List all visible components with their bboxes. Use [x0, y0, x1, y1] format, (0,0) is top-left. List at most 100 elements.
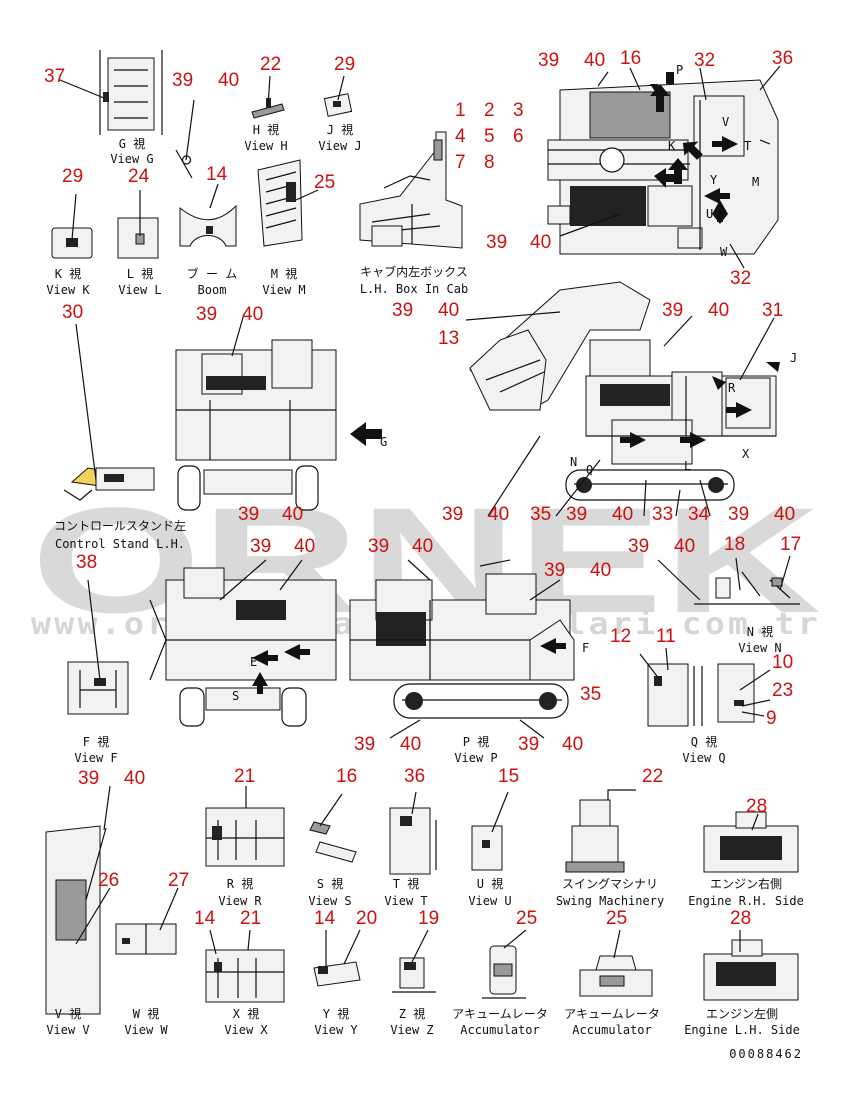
- view-f-drawing: [67, 661, 129, 715]
- callout-number: 22: [642, 766, 663, 787]
- view-n-drawing: [694, 571, 800, 605]
- control-stand-caption-jp: コントロールスタンド左: [54, 518, 186, 533]
- view-v-caption-jp: V 視: [55, 1006, 81, 1021]
- swing-drawing: [565, 789, 636, 873]
- callout-number: 16: [620, 48, 641, 69]
- view-q-caption: View Q: [682, 751, 725, 765]
- view-m-drawing: [257, 159, 303, 247]
- callout-number: 40: [412, 536, 433, 557]
- plan-view-drawing: [547, 72, 779, 255]
- view-letter: Y: [710, 173, 718, 187]
- view-f-caption: View F: [74, 751, 117, 765]
- callout-number: 39: [728, 504, 749, 525]
- view-r-drawing: [205, 807, 285, 867]
- callout-number: 22: [260, 54, 281, 75]
- callout-number: 39: [442, 504, 463, 525]
- view-letter: K: [668, 139, 676, 153]
- callout-number: 39: [172, 70, 193, 91]
- view-letter: V: [722, 115, 729, 129]
- excavator-side-drawing: [469, 281, 780, 501]
- callout-number: 13: [438, 328, 459, 349]
- callout-number: 11: [656, 626, 676, 647]
- view-k-caption: View K: [46, 283, 90, 297]
- callout-number: 12: [610, 626, 631, 647]
- view-letter: P: [676, 63, 683, 77]
- callout-number: 5: [484, 126, 495, 147]
- excavator-view-p-drawing: [349, 559, 575, 719]
- engine-rh-caption-jp: エンジン右側: [710, 876, 782, 891]
- callout-number: 40: [774, 504, 795, 525]
- callout-number: 30: [62, 302, 83, 323]
- callout-number: 39: [544, 560, 565, 581]
- callout-number: 38: [76, 552, 97, 573]
- view-captions: G 視 View G H 視 View H J 視 View J K 視 Vie…: [46, 122, 803, 1037]
- control-stand-caption: Control Stand L.H.: [55, 537, 185, 551]
- callout-number: 35: [580, 684, 601, 705]
- control-stand-drawing: [63, 467, 155, 501]
- callout-number: 28: [730, 908, 751, 929]
- view-letter: T: [744, 139, 751, 153]
- view-w-caption: View W: [124, 1023, 168, 1037]
- callout-number: 40: [584, 50, 605, 71]
- view-letter: J: [790, 351, 797, 365]
- callout-number: 14: [206, 164, 228, 185]
- view-l-drawing: [117, 217, 159, 259]
- view-h-caption: View H: [244, 139, 287, 153]
- callout-number: 39: [368, 536, 389, 557]
- callout-number: 39: [662, 300, 683, 321]
- accumulator2-drawing: [579, 955, 653, 997]
- callout-number: 32: [730, 268, 751, 289]
- callout-number: 40: [530, 232, 551, 253]
- callout-number: 40: [294, 536, 315, 557]
- callout-number: 23: [772, 680, 793, 701]
- excavator-front-drawing: [175, 339, 382, 511]
- callout-number: 6: [513, 126, 524, 147]
- view-h-caption-jp: H 視: [253, 122, 279, 137]
- callout-number: 24: [128, 166, 150, 187]
- engine-rh-drawing: [703, 811, 799, 873]
- view-letter: G: [380, 435, 387, 449]
- callout-number: 40: [282, 504, 303, 525]
- callout-number: 39: [78, 768, 99, 789]
- view-f-caption-jp: F 視: [83, 734, 109, 749]
- view-z-caption: View Z: [390, 1023, 433, 1037]
- view-v-drawing: [45, 825, 107, 1015]
- callout-number: 37: [44, 66, 65, 87]
- callout-number: 15: [498, 766, 519, 787]
- callout-number: 36: [404, 766, 425, 787]
- callout-number: 39: [538, 50, 559, 71]
- callout-number: 25: [606, 908, 627, 929]
- cab-caption-jp: キャブ内左ボックス: [360, 264, 468, 279]
- callout-number: 20: [356, 908, 377, 929]
- callout-number: 2: [484, 100, 495, 121]
- callout-number: 21: [240, 908, 261, 929]
- view-y-caption-jp: Y 視: [323, 1006, 349, 1021]
- callout-number: 26: [98, 870, 119, 891]
- callout-number: 17: [780, 534, 801, 555]
- callout-number: 32: [694, 50, 715, 71]
- callout-number: 8: [484, 152, 495, 173]
- view-m-caption: View M: [262, 283, 305, 297]
- callout-number: 33: [652, 504, 673, 525]
- view-p-caption: View P: [454, 751, 497, 765]
- view-letter: R: [728, 381, 736, 395]
- view-r-caption-jp: R 視: [227, 876, 253, 891]
- view-l-caption: View L: [118, 283, 161, 297]
- callout-number: 14: [314, 908, 336, 929]
- callout-number: 39: [354, 734, 375, 755]
- view-s-drawing: [309, 821, 357, 863]
- callout-number: 40: [124, 768, 145, 789]
- view-u-drawing: [471, 825, 503, 871]
- accumulator1-caption: Accumulator: [460, 1023, 539, 1037]
- view-letter: Q: [586, 463, 593, 477]
- callout-number: 27: [168, 870, 189, 891]
- view-letter: M: [752, 175, 759, 189]
- view-letter: F: [582, 641, 589, 655]
- callout-number: 16: [336, 766, 357, 787]
- view-t-drawing: [389, 807, 437, 875]
- view-x-caption-jp: X 視: [233, 1006, 259, 1021]
- callout-number: 39: [238, 504, 259, 525]
- callout-number: 39: [250, 536, 271, 557]
- view-k-caption-jp: K 視: [55, 266, 81, 281]
